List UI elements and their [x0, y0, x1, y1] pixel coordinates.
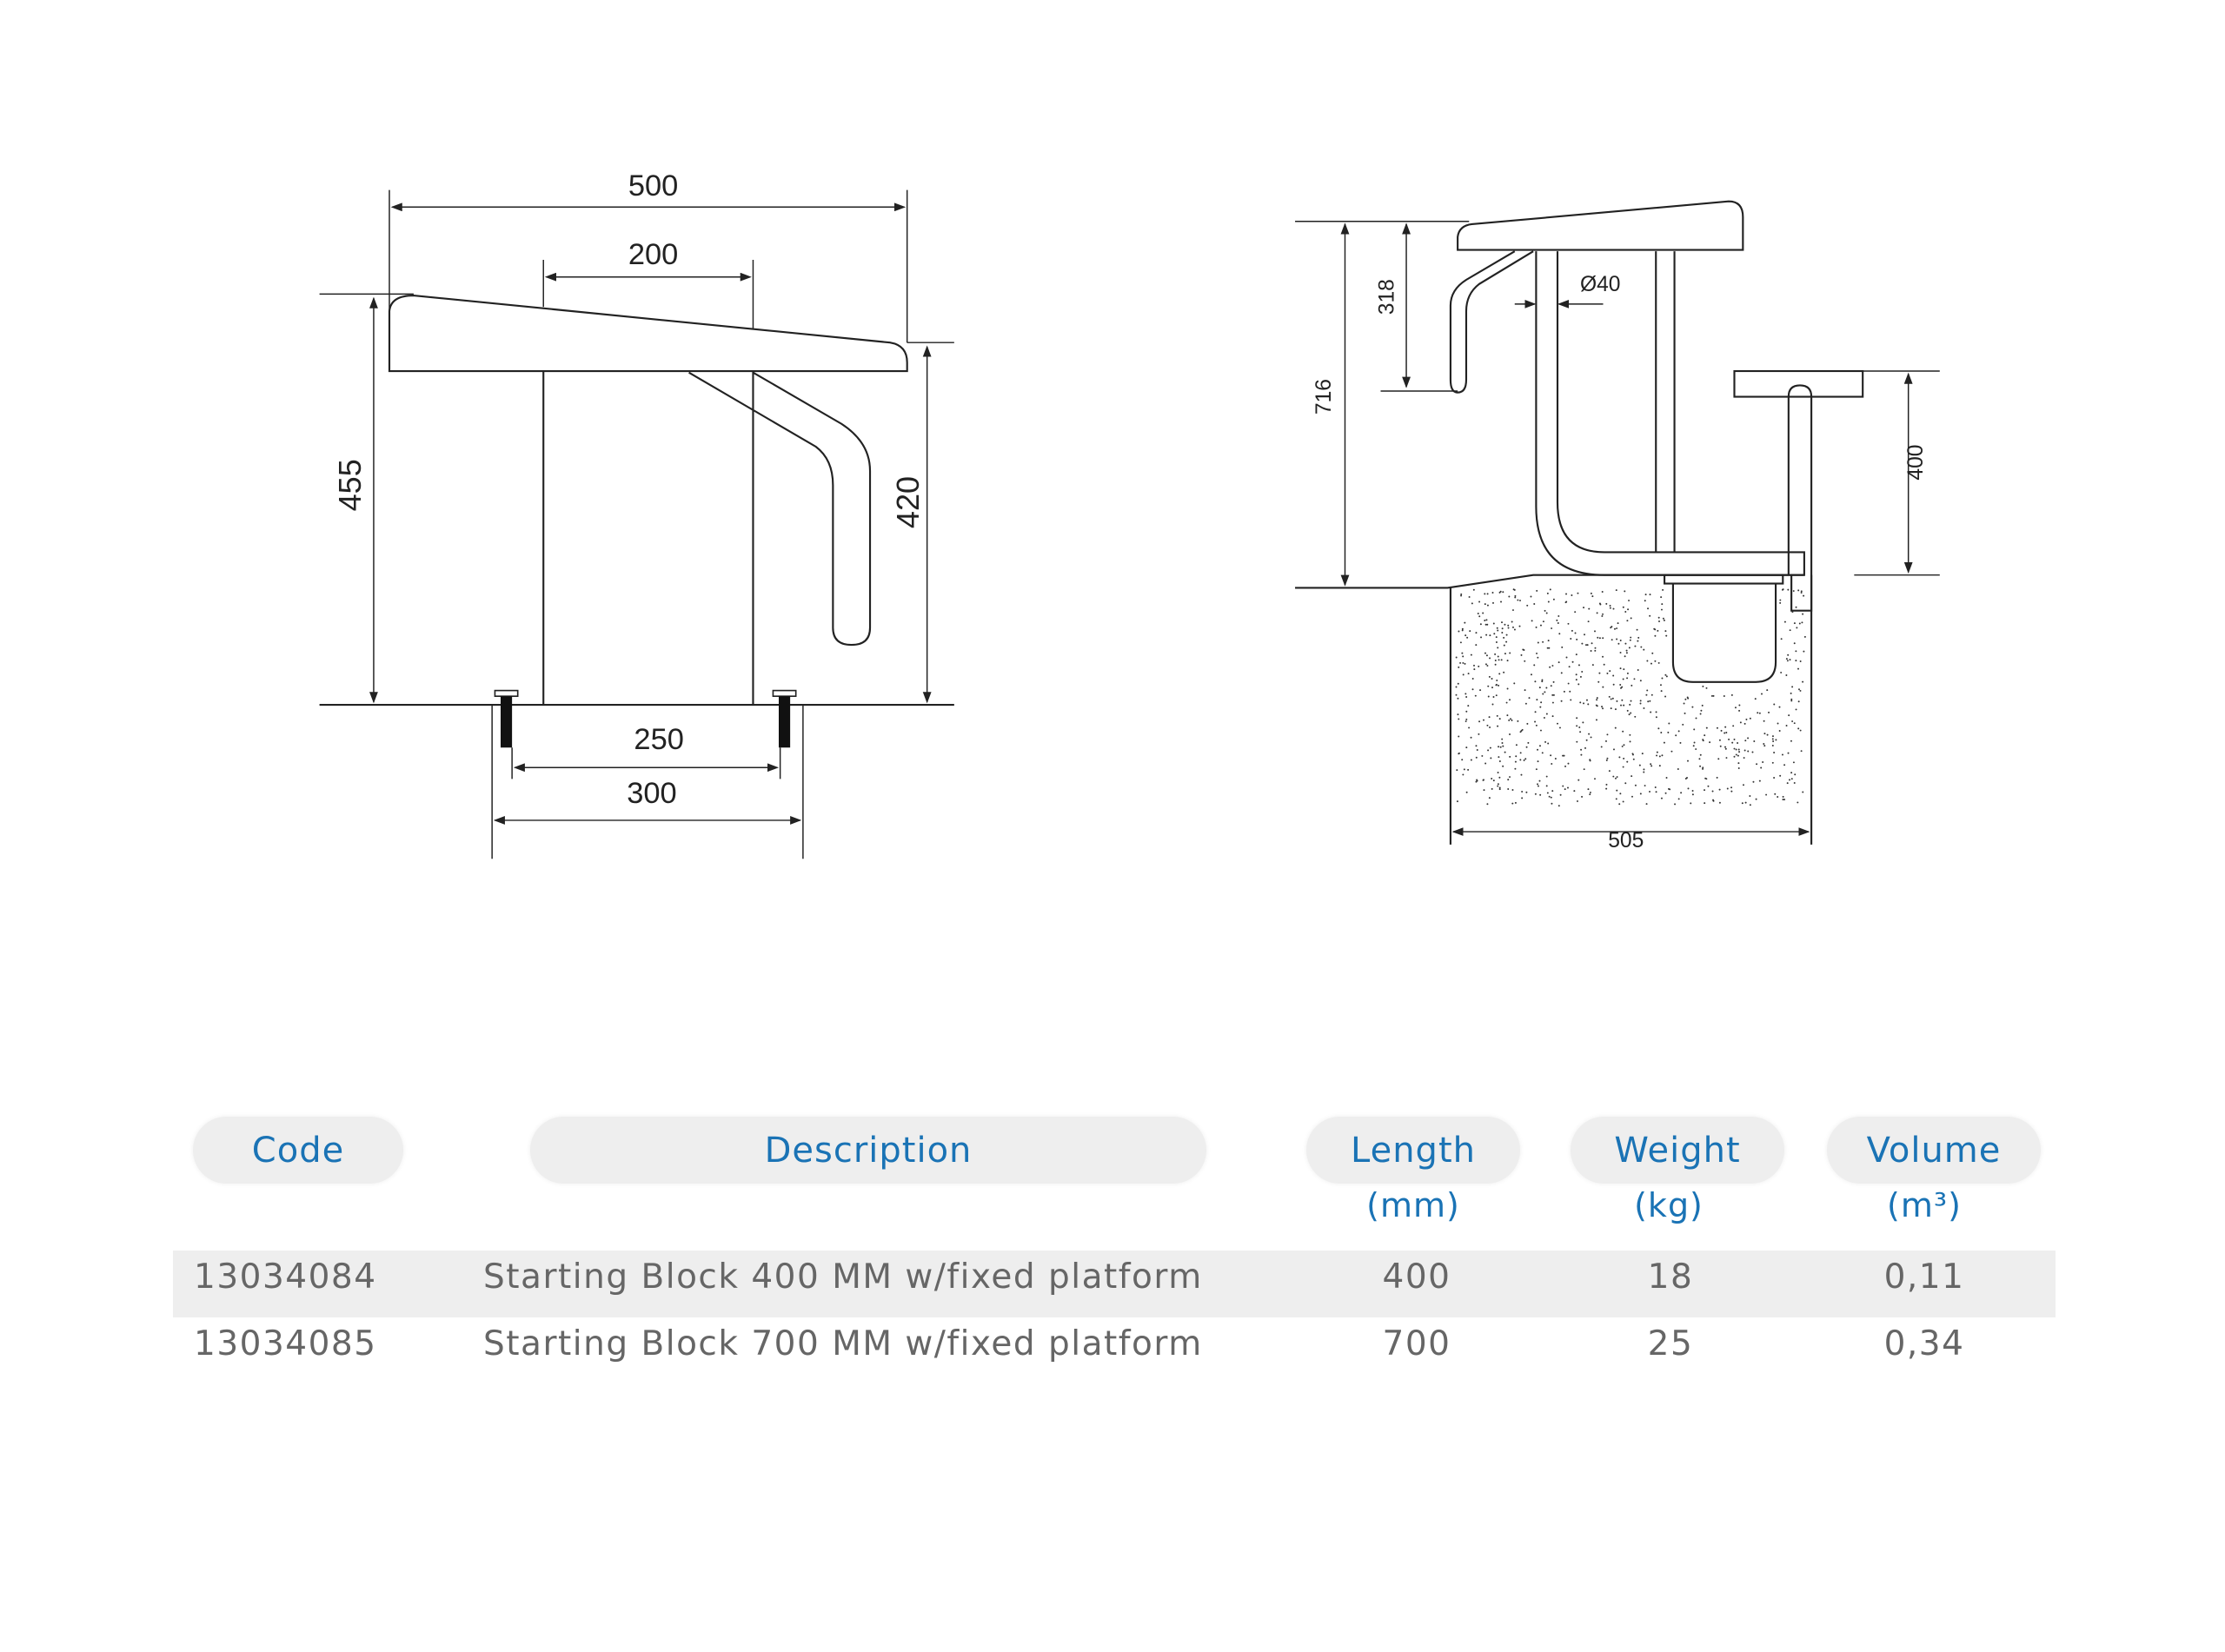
dim-height-front: 420	[890, 476, 926, 528]
header-length: Length	[1306, 1117, 1520, 1184]
dim-tube-diameter: Ø40	[1580, 273, 1621, 296]
header-weight: Weight	[1571, 1117, 1784, 1184]
dim-total-height: 716	[1312, 379, 1336, 415]
unit-length: (mm)	[1366, 1186, 1460, 1224]
step-post	[1787, 384, 1813, 612]
unit-volume: (m³)	[1887, 1186, 1962, 1224]
dim-anchor-spacing: 250	[634, 723, 683, 756]
front-view-drawing: 500 200 455 420 250 300	[319, 169, 954, 859]
cell-weight: 25	[1647, 1324, 1694, 1363]
header-description: Description	[530, 1117, 1206, 1184]
anchor-sleeve	[1671, 583, 1777, 683]
cell-length: 400	[1382, 1257, 1451, 1297]
unit-weight: (kg)	[1634, 1186, 1704, 1224]
cell-volume: 0,34	[1883, 1324, 1965, 1363]
foot-step	[1733, 369, 1864, 398]
concrete-stipple	[1455, 588, 1806, 807]
dim-step-height: 400	[1904, 445, 1928, 481]
main-tube	[1535, 251, 1805, 576]
anchor-bolt-right	[772, 689, 797, 748]
dim-base-width: 300	[627, 777, 676, 810]
cell-length: 700	[1382, 1324, 1451, 1363]
cell-weight: 18	[1647, 1257, 1694, 1297]
rear-handle	[1449, 250, 1534, 394]
block-top-plate	[388, 294, 908, 373]
dim-base-depth: 505	[1608, 829, 1644, 853]
anchor-bolt-left	[494, 689, 519, 748]
cell-volume: 0,11	[1883, 1257, 1965, 1297]
dim-handle-height: 318	[1375, 279, 1398, 315]
grab-handle	[688, 371, 872, 647]
header-code: Code	[193, 1117, 403, 1184]
dim-width-total: 500	[628, 169, 678, 202]
block-top-plate-side	[1457, 200, 1744, 251]
pool-deck-line	[1295, 574, 1804, 589]
header-volume: Volume	[1827, 1117, 2041, 1184]
cell-code: 13034084	[194, 1257, 377, 1297]
cell-code: 13034085	[194, 1324, 377, 1363]
side-view-drawing: Ø40 400 716 318 505	[1295, 200, 1940, 853]
dim-post-spacing: 200	[628, 238, 678, 271]
cell-description: Starting Block 700 MM w/fixed platform	[483, 1324, 1203, 1363]
table-row-highlight	[173, 1251, 2056, 1317]
cell-description: Starting Block 400 MM w/fixed platform	[483, 1257, 1203, 1297]
dim-height-rear: 455	[332, 459, 368, 511]
